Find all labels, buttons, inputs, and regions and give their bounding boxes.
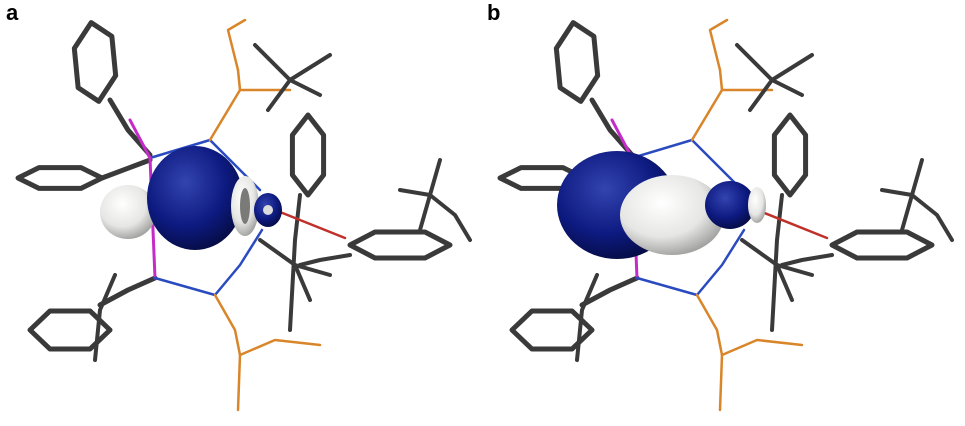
orbital-lobe-negative bbox=[100, 185, 156, 239]
tbu-bond bbox=[735, 43, 814, 82]
orbital-lobe-negative bbox=[748, 187, 766, 223]
phenyl-ring-left bbox=[15, 165, 105, 191]
tbu-bond bbox=[748, 78, 774, 112]
p-c-bond bbox=[718, 353, 724, 412]
p-c-bond bbox=[128, 118, 152, 160]
orbital-lobe-positive bbox=[705, 181, 755, 229]
bond bbox=[99, 157, 153, 181]
tbu-bond bbox=[770, 78, 804, 97]
p-n-bond bbox=[635, 228, 746, 297]
p-n-bond bbox=[630, 138, 744, 192]
bond bbox=[770, 193, 784, 332]
p-c-bond bbox=[236, 353, 242, 412]
p-c-bond bbox=[610, 118, 634, 160]
p-c-bond bbox=[720, 338, 804, 357]
n-p-bond bbox=[695, 293, 724, 357]
p-c-bond bbox=[226, 18, 247, 72]
metal-o-bond bbox=[273, 208, 347, 240]
tbu-bond bbox=[253, 43, 332, 82]
phenyl-ring-top bbox=[553, 20, 601, 104]
metal-atom bbox=[263, 205, 273, 215]
bond bbox=[880, 188, 914, 197]
p-c-bond bbox=[238, 338, 322, 357]
orbital-lobe-hole bbox=[240, 188, 250, 224]
phenyl-ring-bottom bbox=[27, 308, 113, 352]
p-n-bond bbox=[153, 228, 264, 297]
tbu-bond bbox=[266, 78, 292, 112]
phenyl-ring-bottom bbox=[509, 308, 595, 352]
orbital-lobe-negative bbox=[620, 175, 724, 255]
aryl-ring-upper bbox=[289, 112, 327, 198]
bond bbox=[97, 275, 158, 308]
bond bbox=[288, 193, 302, 332]
aryl-ring-upper bbox=[771, 112, 809, 198]
n-p-bond bbox=[690, 68, 724, 142]
p-c-bond bbox=[708, 18, 729, 72]
bond bbox=[579, 275, 640, 308]
metal-o-bond bbox=[755, 208, 829, 240]
n-p-bond bbox=[213, 293, 242, 357]
aryl-ring-right bbox=[347, 229, 453, 261]
tbu-bond bbox=[293, 263, 312, 302]
bond bbox=[298, 253, 352, 267]
phenyl-ring-top bbox=[71, 20, 119, 104]
bond bbox=[398, 188, 432, 197]
aryl-ring-right bbox=[829, 229, 935, 261]
bond bbox=[428, 193, 472, 242]
bond bbox=[780, 253, 834, 267]
bond bbox=[93, 273, 117, 362]
panel-label-b: b bbox=[487, 0, 501, 25]
bond bbox=[575, 273, 599, 362]
n-p-bond bbox=[208, 68, 242, 142]
orbital-lobe-positive bbox=[147, 146, 243, 250]
bond bbox=[910, 193, 954, 242]
tbu-bond bbox=[775, 263, 794, 302]
tbu-bond bbox=[288, 78, 322, 97]
panel-label-a: a bbox=[6, 0, 19, 25]
